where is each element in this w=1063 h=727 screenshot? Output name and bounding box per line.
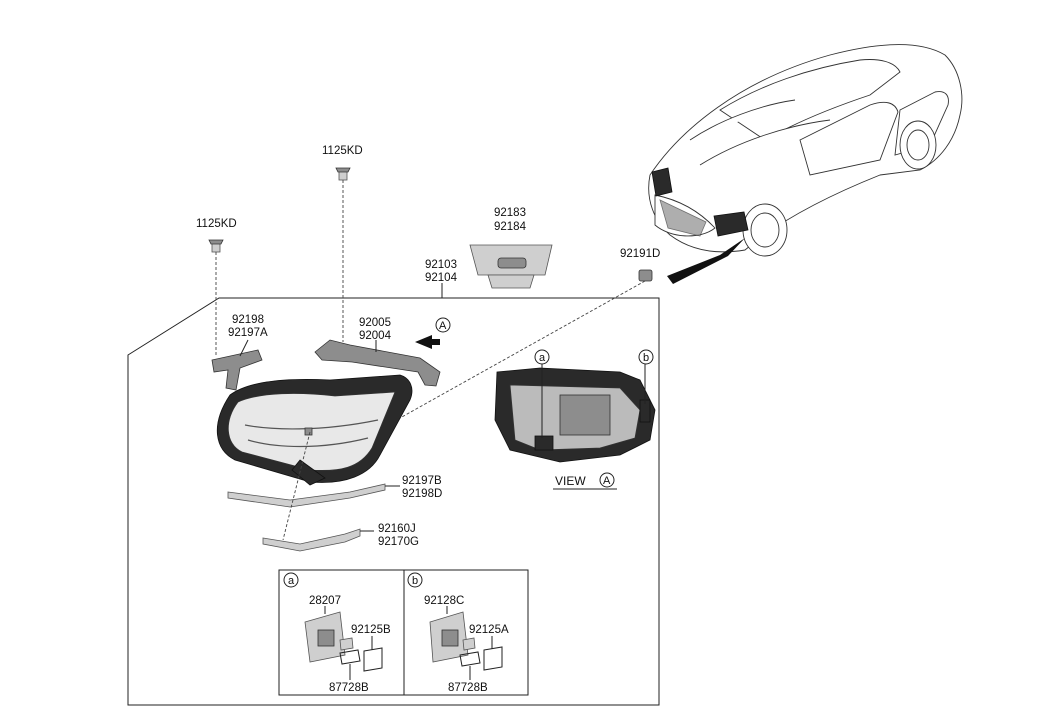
label-bolt-top: 1125KD	[322, 145, 363, 157]
circle-rear-b: b	[643, 352, 649, 364]
label-bolt-left: 1125KD	[196, 218, 237, 230]
detail-b-seal: 87728B	[448, 682, 488, 694]
bolt-top	[335, 167, 351, 181]
bracket-left	[211, 349, 263, 391]
assembly-frame	[127, 297, 660, 706]
detail-a-seal: 87728B	[329, 682, 369, 694]
label-bracket-top-1: 92005	[359, 317, 391, 329]
label-module-top-1: 92183	[494, 207, 526, 219]
bolt-left	[208, 239, 224, 253]
detail-a-gasket: 92125B	[351, 624, 391, 636]
bracket-top	[314, 339, 441, 387]
label-module-top-2: 92184	[494, 221, 527, 233]
circle-view-a: A	[603, 475, 611, 487]
cover	[262, 528, 361, 552]
module-top	[469, 244, 553, 289]
circle-arrow-a: A	[439, 320, 447, 332]
detail-b-circle: b	[412, 575, 418, 587]
detail-box	[278, 569, 529, 696]
label-bracket-left-1: 92198	[232, 314, 264, 326]
label-strip-1: 92197B	[402, 475, 442, 487]
detail-a-circle: a	[288, 575, 295, 587]
sensor-92191d	[638, 269, 653, 282]
rear-view	[494, 367, 656, 463]
detail-b-module: 92128C	[424, 595, 464, 607]
label-view: VIEW	[555, 474, 586, 488]
label-sensor: 92191D	[620, 248, 660, 260]
label-cover-1: 92160J	[378, 523, 416, 535]
label-bracket-left-2: 92197A	[228, 327, 268, 339]
label-strip-2: 92198D	[402, 488, 442, 500]
detail-b-gasket: 92125A	[469, 624, 509, 636]
label-cover-2: 92170G	[378, 536, 419, 548]
label-bracket-top-2: 92004	[359, 330, 392, 342]
detail-a-module: 28207	[309, 595, 341, 607]
label-assy-1: 92103	[425, 259, 457, 271]
label-assy-2: 92104	[425, 272, 458, 284]
view-arrow	[415, 335, 440, 349]
strip	[227, 483, 386, 508]
circle-rear-a: a	[539, 352, 546, 364]
car-illustration	[648, 44, 963, 284]
headlamp-assembly	[216, 374, 413, 486]
